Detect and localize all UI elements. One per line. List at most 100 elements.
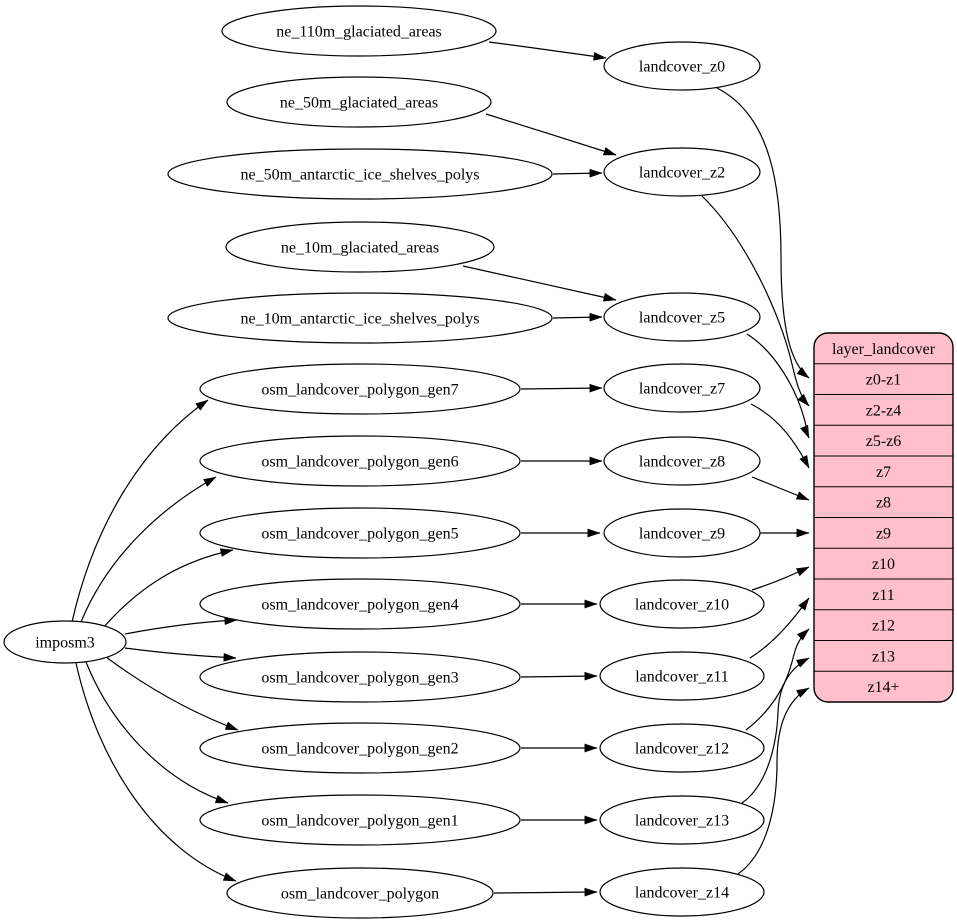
record-row-label-z7: z7: [876, 464, 891, 481]
node-osm_landcover_polygon_gen2-shape: [199, 722, 521, 774]
edge-ne_110m_glaciated_areas--landcover_z0: [488, 41, 607, 61]
node-landcover_z9-shape: [603, 508, 761, 558]
record-row-label-z14plus: z14+: [867, 679, 899, 696]
node-landcover_z10-label: landcover_z10: [635, 597, 729, 614]
node-ne_50m_antarctic_ice_shelves_polys-label: ne_50m_antarctic_ice_shelves_polys: [240, 167, 479, 184]
edge-ne_50m_glaciated_areas--landcover_z2: [485, 113, 617, 156]
record-row-label-z5-z6: z5-z6: [866, 433, 902, 450]
node-landcover_z0: landcover_z0: [603, 41, 761, 91]
edge-landcover_z10--row-z10: [751, 566, 810, 591]
node-landcover_z2-label: landcover_z2: [639, 165, 725, 182]
node-ne_50m_glaciated_areas-label: ne_50m_glaciated_areas: [280, 95, 438, 112]
node-ne_110m_glaciated_areas-label: ne_110m_glaciated_areas: [276, 24, 442, 41]
record-row-label-z11: z11: [872, 587, 895, 604]
node-osm_landcover_polygon_gen7-shape: [199, 363, 521, 415]
node-osm_landcover_polygon_gen1-shape: [199, 794, 521, 846]
edge-osm_landcover_polygon_gen3--landcover_z11: [520, 671, 598, 681]
node-ne_10m_glaciated_areas-label: ne_10m_glaciated_areas: [281, 240, 439, 257]
edge-imposm3--osm_landcover_polygon_gen6: [80, 476, 217, 623]
node-osm_landcover_polygon_gen1-label: osm_landcover_polygon_gen1: [261, 813, 458, 830]
node-osm_landcover_polygon_gen3-label: osm_landcover_polygon_gen3: [261, 670, 458, 687]
node-landcover_z11-label: landcover_z11: [635, 669, 729, 686]
node-landcover_z7-label: landcover_z7: [639, 381, 725, 398]
record-row-label-z8: z8: [876, 495, 891, 512]
edges-sources-to-views: [462, 41, 617, 897]
edge-landcover_z8--row-z8: [751, 476, 810, 501]
node-osm_landcover_polygon_gen6-label: osm_landcover_polygon_gen6: [261, 454, 458, 471]
edge-osm_landcover_polygon_gen7--landcover_z7: [520, 383, 603, 393]
node-osm_landcover_polygon_gen2-label: osm_landcover_polygon_gen2: [261, 741, 458, 758]
node-landcover_z9: landcover_z9: [603, 508, 761, 558]
node-landcover_z8-shape: [603, 436, 761, 486]
node-landcover_z5-shape: [603, 292, 761, 342]
node-landcover_z5: landcover_z5: [603, 292, 761, 342]
node-landcover_z9-label: landcover_z9: [639, 526, 725, 543]
node-osm_landcover_polygon_gen6: osm_landcover_polygon_gen6: [199, 435, 521, 487]
node-landcover_z0-label: landcover_z0: [639, 59, 725, 76]
record-node-layer_landcover: layer_landcover z0-z1 z2-z4 z5-z6 z7 z8 …: [813, 332, 954, 703]
edge-imposm3--osm_landcover_polygon: [75, 662, 237, 882]
node-ne_10m_antarctic_ice_shelves_polys-label: ne_10m_antarctic_ice_shelves_polys: [240, 311, 479, 328]
node-landcover_z13-shape: [599, 795, 765, 845]
edge-landcover_z14--row-z14plus: [737, 687, 810, 875]
node-landcover_z12-label: landcover_z12: [635, 741, 729, 758]
node-ne_10m_antarctic_ice_shelves_polys-shape: [167, 292, 553, 344]
node-osm_landcover_polygon_gen7-label: osm_landcover_polygon_gen7: [261, 382, 458, 399]
edges-imposm3-to-sources: [71, 399, 239, 882]
node-landcover_z2-shape: [603, 147, 761, 197]
edge-imposm3--osm_landcover_polygon_gen5: [102, 548, 234, 629]
edge-ne_10m_glaciated_areas--landcover_z5: [462, 265, 617, 302]
node-landcover_z12-shape: [599, 723, 765, 773]
edge-osm_landcover_polygon--landcover_z14: [493, 887, 598, 897]
record-row-label-z0-z1: z0-z1: [866, 372, 902, 389]
record-row-label-z2-z4: z2-z4: [866, 402, 902, 419]
node-landcover_z11: landcover_z11: [599, 651, 765, 701]
edges-views-to-table: [701, 87, 810, 875]
node-landcover_z14: landcover_z14: [599, 867, 765, 917]
node-ne_50m_antarctic_ice_shelves_polys-shape: [167, 148, 553, 200]
record-row-label-z9: z9: [876, 525, 891, 542]
edge-ne_50m_antarctic_ice_shelves_polys--landcover_z2: [552, 168, 603, 178]
node-osm_landcover_polygon: osm_landcover_polygon: [226, 867, 494, 919]
edge-imposm3--osm_landcover_polygon_gen4: [124, 616, 238, 635]
edge-imposm3--osm_landcover_polygon_gen2: [105, 656, 239, 731]
node-osm_landcover_polygon_gen5: osm_landcover_polygon_gen5: [199, 507, 521, 559]
node-osm_landcover_polygon_gen4-shape: [199, 578, 521, 630]
edge-ne_10m_antarctic_ice_shelves_polys--landcover_z5: [552, 312, 603, 322]
node-landcover_z12: landcover_z12: [599, 723, 765, 773]
node-landcover_z7-shape: [603, 363, 761, 413]
node-imposm3: imposm3: [3, 620, 127, 664]
node-landcover_z0-shape: [603, 41, 761, 91]
node-landcover_z13-label: landcover_z13: [635, 813, 729, 830]
edge-imposm3--osm_landcover_polygon_gen7: [71, 399, 209, 623]
node-osm_landcover_polygon-shape: [226, 867, 494, 919]
node-landcover_z13: landcover_z13: [599, 795, 765, 845]
node-landcover_z2: landcover_z2: [603, 147, 761, 197]
node-ne_50m_glaciated_areas: ne_50m_glaciated_areas: [226, 76, 492, 128]
node-landcover_z11-shape: [599, 651, 765, 701]
record-title: layer_landcover: [832, 341, 936, 358]
node-ne_10m_glaciated_areas: ne_10m_glaciated_areas: [225, 221, 495, 273]
node-landcover_z8-label: landcover_z8: [639, 454, 725, 471]
edge-landcover_z11--row-z11: [749, 597, 810, 659]
node-osm_landcover_polygon_gen4: osm_landcover_polygon_gen4: [199, 578, 521, 630]
node-landcover_z10: landcover_z10: [599, 579, 765, 629]
node-landcover_z8: landcover_z8: [603, 436, 761, 486]
record-row-label-z10: z10: [872, 556, 895, 573]
record-row-label-z13: z13: [872, 648, 895, 665]
node-osm_landcover_polygon_gen1: osm_landcover_polygon_gen1: [199, 794, 521, 846]
node-osm_landcover_polygon_gen3: osm_landcover_polygon_gen3: [199, 651, 521, 703]
node-imposm3-shape: [3, 620, 127, 664]
node-osm_landcover_polygon_gen2: osm_landcover_polygon_gen2: [199, 722, 521, 774]
edge-landcover_z2--row-z2-z4: [701, 195, 810, 407]
node-imposm3-label: imposm3: [35, 635, 95, 652]
node-landcover_z10-shape: [599, 579, 765, 629]
record-row-label-z12: z12: [872, 618, 895, 635]
edge-landcover_z7--row-z7: [750, 403, 810, 469]
node-landcover_z14-label: landcover_z14: [635, 885, 729, 902]
node-ne_110m_glaciated_areas: ne_110m_glaciated_areas: [221, 5, 497, 57]
edge-landcover_z12--row-z12: [745, 628, 810, 731]
edge-imposm3--osm_landcover_polygon_gen1: [85, 661, 229, 804]
